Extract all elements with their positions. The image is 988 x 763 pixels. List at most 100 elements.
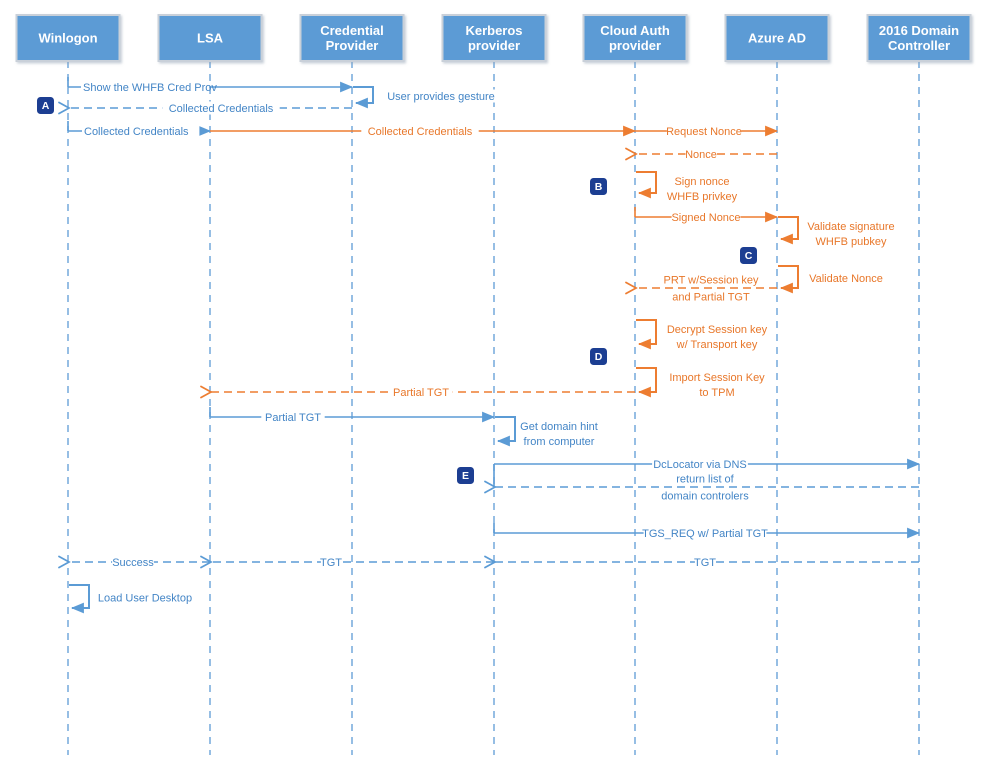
message-partial-tgt-to-lsa: Partial TGT <box>199 385 635 399</box>
step-badge-d: D <box>590 348 607 365</box>
message-collected-credentials-to-lsa-label-bg <box>82 124 200 138</box>
self-message-hook-get-domain-hint <box>495 416 516 447</box>
self-message-validate-nonce: Validate Nonce <box>778 265 886 294</box>
step-badge-letter-a: A <box>42 100 50 112</box>
message-request-nonce-label: Request Nonce <box>666 126 742 138</box>
message-show-whfb-cred-prov-label-bg <box>81 80 210 94</box>
step-badge-b: B <box>590 178 607 195</box>
step-badge-box-b <box>590 178 607 195</box>
self-message-hook-validate-nonce <box>778 265 799 294</box>
actor-box-credential-provider <box>299 14 405 62</box>
message-dclocator-via-dns-label-bg <box>652 457 748 471</box>
self-sign-nonce-whfb-privkey-label: WHFB privkey <box>667 191 738 203</box>
actor-label-cloud-auth-provider: Cloud Auth <box>600 23 670 38</box>
message-collected-credentials-return: Collected Credentials <box>57 101 352 115</box>
actor-label-azure-ad: Azure AD <box>748 31 806 46</box>
message-request-nonce-label-bg <box>666 124 742 138</box>
self-message-hook-decrypt-session-key <box>636 319 657 350</box>
message-return-list-of-domain-controlers-label: domain controlers <box>661 490 749 502</box>
step-badge-box-e <box>457 467 474 484</box>
actor-label-2016-domain-controller: Controller <box>888 38 950 53</box>
actor-box-kerberos-provider <box>441 14 547 62</box>
actor-label-credential-provider: Provider <box>326 38 379 53</box>
actor-label-kerberos-provider: Kerberos <box>465 23 522 38</box>
step-badge-letter-d: D <box>595 351 603 363</box>
self-validate-signature-whfb-pubkey-label-bg <box>800 219 902 233</box>
actor-label-cloud-auth-provider: provider <box>609 38 661 53</box>
message-signed-nonce-label-bg <box>671 210 741 224</box>
actor-label-winlogon: Winlogon <box>38 31 97 46</box>
self-user-provides-gesture-label-bg <box>382 89 500 103</box>
self-message-load-user-desktop: Load User Desktop <box>69 584 193 614</box>
step-badge-letter-e: E <box>462 470 469 482</box>
message-return-list-of-domain-controlers-label-bg <box>657 489 753 502</box>
actor-label-kerberos-provider: provider <box>468 38 520 53</box>
message-show-whfb-cred-prov-label: Show the WHFB Cred Prov <box>83 82 217 94</box>
self-import-session-key-to-tpm-label-bg <box>666 370 768 384</box>
self-sign-nonce-whfb-privkey-label-bg <box>673 174 731 188</box>
self-import-session-key-to-tpm-label-bg <box>698 385 736 399</box>
message-tgs-req-with-partial-tgt-label-bg <box>643 526 767 540</box>
message-collected-credentials-to-cloud-auth-label-bg <box>361 124 479 138</box>
message-tgs-req-with-partial-tgt-label: TGS_REQ w/ Partial TGT <box>642 528 768 540</box>
self-message-hook-user-provides-gesture <box>353 86 374 109</box>
self-message-hook-import-session-key-to-tpm <box>636 367 657 398</box>
message-collected-credentials-to-cloud-auth-label: Collected Credentials <box>368 126 473 138</box>
message-prt-with-session-key-and-partial-tgt-label-bg <box>663 273 759 286</box>
message-nonce-return-label: Nonce <box>685 149 717 161</box>
message-partial-tgt-to-lsa-label-bg <box>389 385 453 399</box>
self-get-domain-hint-label-bg <box>516 419 602 433</box>
self-message-hook-sign-nonce-whfb-privkey <box>636 171 657 199</box>
self-decrypt-session-key-label: w/ Transport key <box>676 339 758 351</box>
actor-label-2016-domain-controller: 2016 Domain <box>879 23 959 38</box>
self-validate-nonce-label: Validate Nonce <box>809 273 883 285</box>
message-partial-tgt-to-lsa-label: Partial TGT <box>393 387 449 399</box>
self-validate-signature-whfb-pubkey-label: Validate signature <box>807 221 894 233</box>
message-partial-tgt-to-kerberos: Partial TGT <box>209 407 496 424</box>
actor-box-winlogon <box>15 14 121 62</box>
message-return-list-of-domain-controlers-label-bg <box>665 472 745 485</box>
self-decrypt-session-key-label-bg <box>671 337 763 351</box>
actor-box-2016-domain-controller <box>866 14 972 62</box>
message-collected-credentials-return-label-bg <box>162 101 280 115</box>
message-partial-tgt-to-kerberos-label: Partial TGT <box>265 412 321 424</box>
message-tgt-from-dc: TGT <box>483 555 919 569</box>
self-user-provides-gesture-label: User provides gesture <box>387 91 495 103</box>
message-collected-credentials-to-lsa: Collected Credentials <box>67 121 212 138</box>
message-success-label: Success <box>112 557 154 569</box>
message-success: Success <box>57 555 210 569</box>
message-collected-credentials-return-label: Collected Credentials <box>169 103 274 115</box>
message-prt-with-session-key-and-partial-tgt-label: PRT w/Session key <box>664 274 759 286</box>
message-request-nonce: Request Nonce <box>635 124 779 138</box>
message-tgt-to-lsa-label-bg <box>320 555 342 569</box>
message-dclocator-via-dns-label: DcLocator via DNS <box>653 459 747 471</box>
message-nonce-return: Nonce <box>624 147 777 161</box>
self-message-user-provides-gesture: User provides gesture <box>353 86 500 109</box>
message-show-whfb-cred-prov: Show the WHFB Cred Prov <box>67 77 354 94</box>
actor-box-azure-ad <box>724 14 830 62</box>
step-badge-a: A <box>37 97 54 114</box>
self-validate-signature-whfb-pubkey-label-bg <box>819 234 883 248</box>
self-get-domain-hint-label-bg <box>521 434 597 448</box>
actor-label-credential-provider: Credential <box>320 23 384 38</box>
self-import-session-key-to-tpm-label: Import Session Key <box>669 372 765 384</box>
step-badge-box-a <box>37 97 54 114</box>
step-badge-letter-b: B <box>595 181 603 193</box>
message-tgt-to-lsa-label: TGT <box>320 557 342 569</box>
self-sign-nonce-whfb-privkey-label: Sign nonce <box>674 176 729 188</box>
self-sign-nonce-whfb-privkey-label-bg <box>667 189 737 203</box>
message-prt-with-session-key-and-partial-tgt-label-bg <box>668 290 754 303</box>
message-collected-credentials-to-lsa-label: Collected Credentials <box>84 126 189 138</box>
message-tgt-from-dc-label-bg <box>694 555 716 569</box>
actor-lsa: LSA <box>157 14 263 62</box>
message-tgs-req-with-partial-tgt: TGS_REQ w/ Partial TGT <box>493 523 921 540</box>
